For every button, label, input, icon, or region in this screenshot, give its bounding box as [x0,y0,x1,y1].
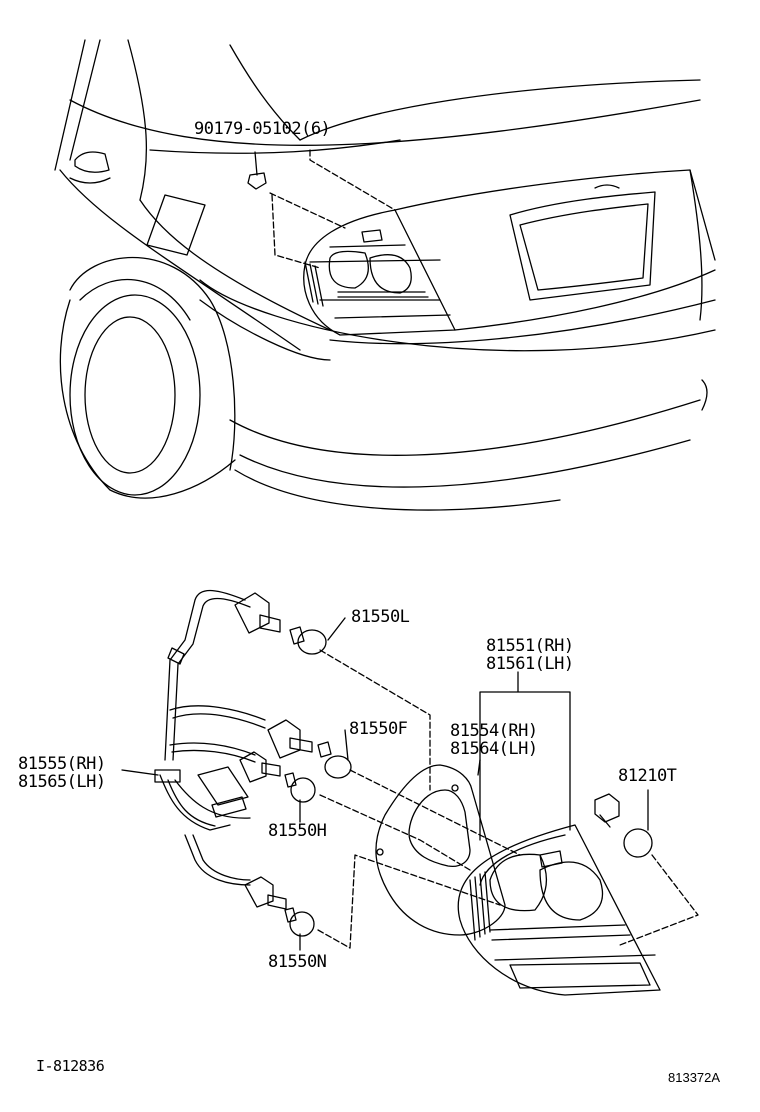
illustration-code: I-812836 [36,1057,105,1075]
bulb-f-part-number: 81550F [349,719,408,739]
gasket-rh-part-number: 81554(RH) [450,721,538,741]
gasket-lh-part-number: 81564(LH) [450,739,538,759]
lamp-assy-lh-part-number: 81561(LH) [486,654,574,674]
socket-wire-lh-part-number: 81565(LH) [18,772,106,792]
bulb-l-part-number: 81550L [351,607,410,627]
car-rear-illustration [54,39,716,511]
catalog-code: 813372A [668,1070,721,1085]
clip-part-number: 90179-05102(6) [194,119,331,139]
socket-wire-rh-part-number: 81555(RH) [18,754,106,774]
bulb-n-part-number: 81550N [268,952,327,972]
tail-lamp-exploded-illustration [121,589,699,996]
bulb-t-part-number: 81210T [618,766,677,786]
lamp-assy-rh-part-number: 81551(RH) [486,636,574,656]
bulb-h-part-number: 81550H [268,821,327,841]
